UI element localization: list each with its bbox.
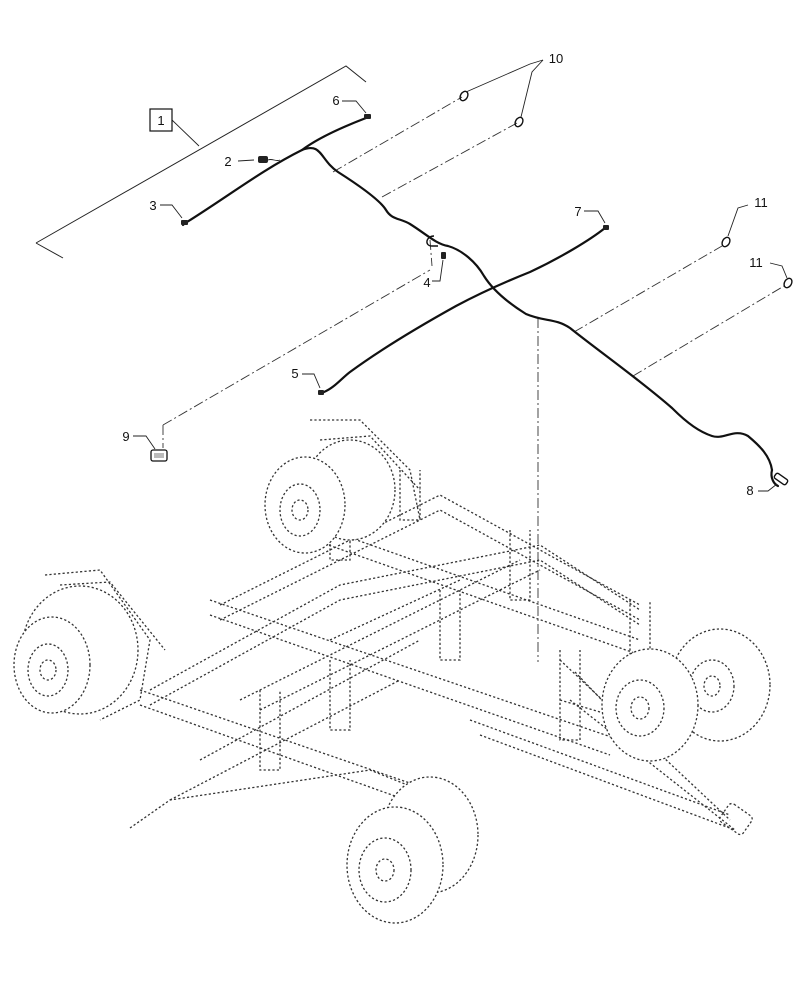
callout-2: 2 [224, 154, 231, 169]
plug-8 [770, 468, 789, 488]
clip-4 [426, 235, 446, 259]
wheel-right-front [601, 648, 699, 762]
grommet-9 [150, 449, 168, 462]
callout-10: 10 [549, 51, 563, 66]
ties-10 [459, 90, 524, 128]
implement-frame [44, 419, 753, 836]
callout-6: 6 [332, 93, 339, 108]
connector-6 [364, 114, 371, 119]
callout-labels: 1 2 3 4 5 6 7 8 9 10 11 11 [122, 51, 767, 498]
callout-3: 3 [149, 198, 156, 213]
connector-5 [318, 390, 324, 395]
callout-4: 4 [423, 275, 430, 290]
callout-11-lower: 11 [749, 255, 763, 270]
wheel-front-top [264, 439, 396, 554]
callout-1: 1 [157, 113, 164, 128]
connector-3 [181, 220, 188, 225]
connector-7 [603, 225, 609, 230]
callout-leaders [133, 59, 788, 492]
callout-5: 5 [291, 366, 298, 381]
wheel-bottom [346, 776, 479, 924]
alignment-lines [162, 96, 785, 662]
assembly-bracket [35, 65, 367, 259]
connector-2 [258, 156, 281, 163]
callout-11-upper: 11 [754, 195, 768, 210]
ties-11 [721, 236, 793, 289]
callout-box-1 [149, 108, 173, 132]
wheel-left [13, 585, 139, 715]
callout-9: 9 [122, 429, 129, 444]
callout-8: 8 [746, 483, 753, 498]
wire-harness-secondary [322, 226, 607, 394]
callout-7: 7 [574, 204, 581, 219]
